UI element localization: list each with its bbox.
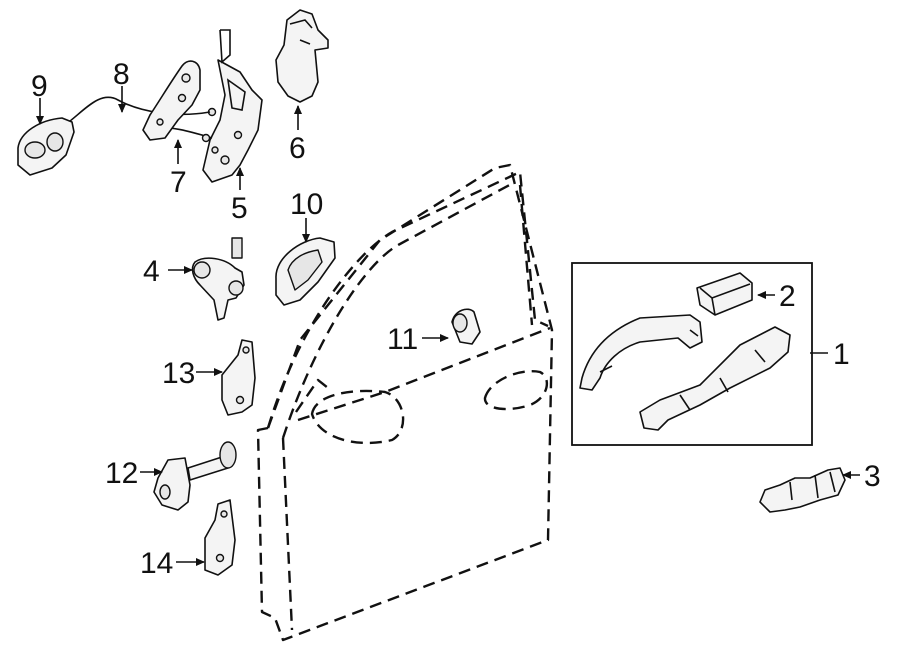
callout-7: 7	[170, 166, 187, 199]
handle-frame-icon	[639, 326, 791, 431]
callout-12: 12	[105, 457, 138, 490]
door-outline	[256, 163, 554, 642]
callout-11: 11	[387, 323, 418, 356]
door-check-icon	[153, 441, 237, 511]
grommet-icon	[451, 308, 481, 345]
callout-3: 3	[864, 460, 881, 493]
callout-5: 5	[231, 192, 248, 225]
actuator-icon	[275, 9, 329, 103]
callout-13: 13	[162, 357, 195, 390]
outside-handle-icon	[579, 314, 703, 391]
callout-14: 14	[140, 547, 173, 580]
callout-9: 9	[31, 70, 48, 103]
lock-cylinder-icon	[191, 237, 245, 321]
callout-6: 6	[289, 132, 306, 165]
leader-lines	[36, 86, 860, 566]
callout-10: 10	[290, 188, 323, 221]
callout-numbers: 1 2 3 4 5 6 7 8 9 10 11 12 13 14	[31, 58, 881, 580]
callout-4: 4	[143, 255, 160, 288]
assembly-box	[571, 262, 813, 446]
callout-1: 1	[833, 338, 850, 371]
control-rod-icon	[149, 107, 217, 143]
upper-hinge-icon	[221, 339, 256, 416]
callout-2: 2	[779, 280, 796, 313]
lower-hinge-icon	[204, 499, 236, 576]
handle-bezel-icon	[275, 237, 336, 306]
callout-8: 8	[113, 58, 130, 91]
bracket-icon	[759, 467, 846, 513]
lock-cap-icon	[696, 272, 753, 316]
inside-handle-icon	[17, 117, 75, 176]
cable-icon	[64, 60, 211, 141]
latch-assembly-icon	[202, 29, 263, 183]
